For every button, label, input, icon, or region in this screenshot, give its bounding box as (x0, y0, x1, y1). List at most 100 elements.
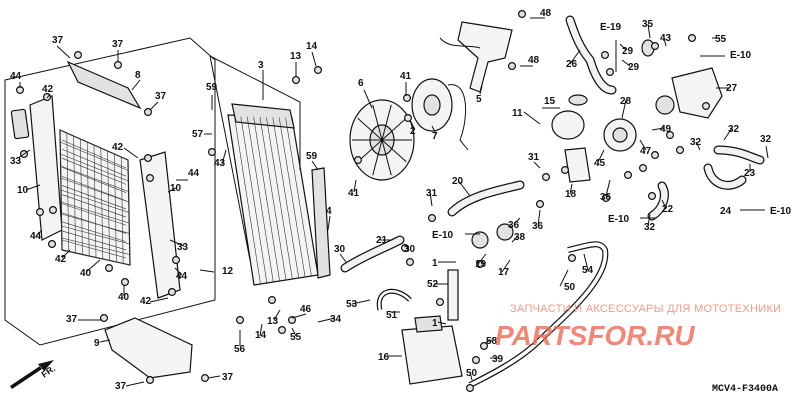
grille-mesh-line (107, 150, 110, 261)
lower-radiator-cover (104, 317, 193, 379)
bolt-icon (517, 10, 526, 19)
bolt-icon (104, 264, 113, 273)
fasteners (16, 10, 710, 393)
part-label: 33 (177, 242, 189, 253)
leader-line (25, 184, 41, 191)
part-label: 42 (140, 296, 152, 307)
part-label: 47 (640, 146, 652, 157)
fan-blade-line (381, 139, 392, 176)
part-label: 15 (544, 96, 556, 107)
leader-line (339, 253, 347, 263)
leader-line (273, 309, 281, 321)
grille-mesh-line (61, 239, 127, 259)
leader-line (123, 147, 139, 159)
bolt-icon (113, 60, 122, 69)
part-label: 52 (427, 279, 439, 290)
watermark: ЗАПЧАСТИ И АКСЕССУАРЫ ДЛЯ МОТОТЕХНИКИ PA… (495, 303, 781, 351)
radiator-fin-line (272, 117, 300, 279)
leader-line (199, 269, 215, 273)
leader-line (663, 37, 667, 47)
grille-mesh-line (61, 225, 130, 245)
bolt-icon (508, 61, 517, 70)
radiator-shroud-group (4, 37, 216, 379)
bolt-icon (701, 101, 710, 110)
part-label: 29 (628, 62, 640, 73)
bolt-icon (354, 156, 363, 165)
bolt-icon (600, 50, 609, 59)
part-label: 19 (475, 259, 487, 270)
part-label: 58 (486, 336, 498, 347)
part-label: 20 (452, 176, 464, 187)
part-label: 4 (326, 206, 332, 217)
leader-line (765, 145, 769, 159)
part-label: 37 (52, 35, 64, 46)
part-label: 59 (206, 82, 218, 93)
leader-line (291, 313, 307, 319)
leader-line (174, 267, 183, 276)
leader-line (523, 111, 541, 125)
part-label: 55 (290, 332, 302, 343)
part-label: 1 (432, 318, 438, 329)
leader-line (131, 79, 141, 91)
part-label: 32 (690, 137, 702, 148)
part-label: 1 (432, 258, 438, 269)
leader-line (537, 209, 541, 227)
bolt-icon (403, 93, 412, 102)
leader-line (597, 149, 605, 163)
leader-line (327, 215, 331, 231)
leader-line (167, 187, 177, 193)
part-label: 32 (728, 124, 740, 135)
leader-line (35, 229, 43, 237)
cooling-fan-assembly (349, 21, 513, 181)
leader-line (651, 127, 665, 131)
radiator-core (227, 103, 331, 286)
part-label: 38 (514, 232, 526, 243)
part-label: 37 (66, 314, 78, 325)
part-label: 23 (744, 168, 756, 179)
part-label: 45 (594, 158, 606, 169)
bolt-icon (541, 173, 550, 182)
part-label: 34 (330, 314, 342, 325)
part-label: 44 (10, 71, 22, 82)
part-label: 3 (258, 60, 264, 71)
part-label: 37 (155, 91, 167, 102)
leader-line (403, 243, 409, 249)
bolt-icon (650, 41, 659, 50)
grille-mesh-line (61, 201, 130, 224)
part-label: 24 (720, 206, 732, 217)
grille-mesh-line (61, 148, 127, 177)
right-side-cover (139, 151, 181, 299)
leader-line (479, 85, 483, 95)
part-label: 31 (528, 152, 540, 163)
radiator-fin-line (278, 117, 306, 278)
leader-line (639, 139, 647, 151)
leader-line (621, 59, 631, 67)
part-label: 31 (426, 188, 438, 199)
part-label: 30 (334, 244, 346, 255)
left-side-cover (29, 95, 63, 241)
leader-line (511, 235, 519, 243)
bolt-icon (208, 148, 217, 157)
leader-line (583, 253, 589, 271)
part-label: 21 (376, 235, 388, 246)
radiator-fin-line (285, 117, 312, 277)
radiator-fin-line (259, 116, 287, 281)
part-label: 36 (508, 220, 520, 231)
water-pump-body (671, 67, 723, 119)
bolt-icon (172, 256, 181, 265)
part-label: 36 (532, 221, 544, 232)
leader-line (207, 375, 221, 379)
front-direction-marker: FR. (10, 360, 57, 389)
part-label: 28 (620, 96, 632, 107)
part-number-labels: 44 42 37 37 8 37 33 10 44 42 40 40 42 44… (10, 8, 772, 392)
leader-line (723, 127, 733, 141)
part-label: 32 (760, 134, 772, 145)
bolt-icon (428, 214, 437, 223)
part-label: 7 (432, 131, 438, 142)
bolt-icon (268, 296, 277, 305)
part-label: 48 (528, 55, 540, 66)
part-label: 39 (492, 354, 504, 365)
part-label: 50 (466, 368, 478, 379)
grille-mesh-line (60, 189, 130, 213)
